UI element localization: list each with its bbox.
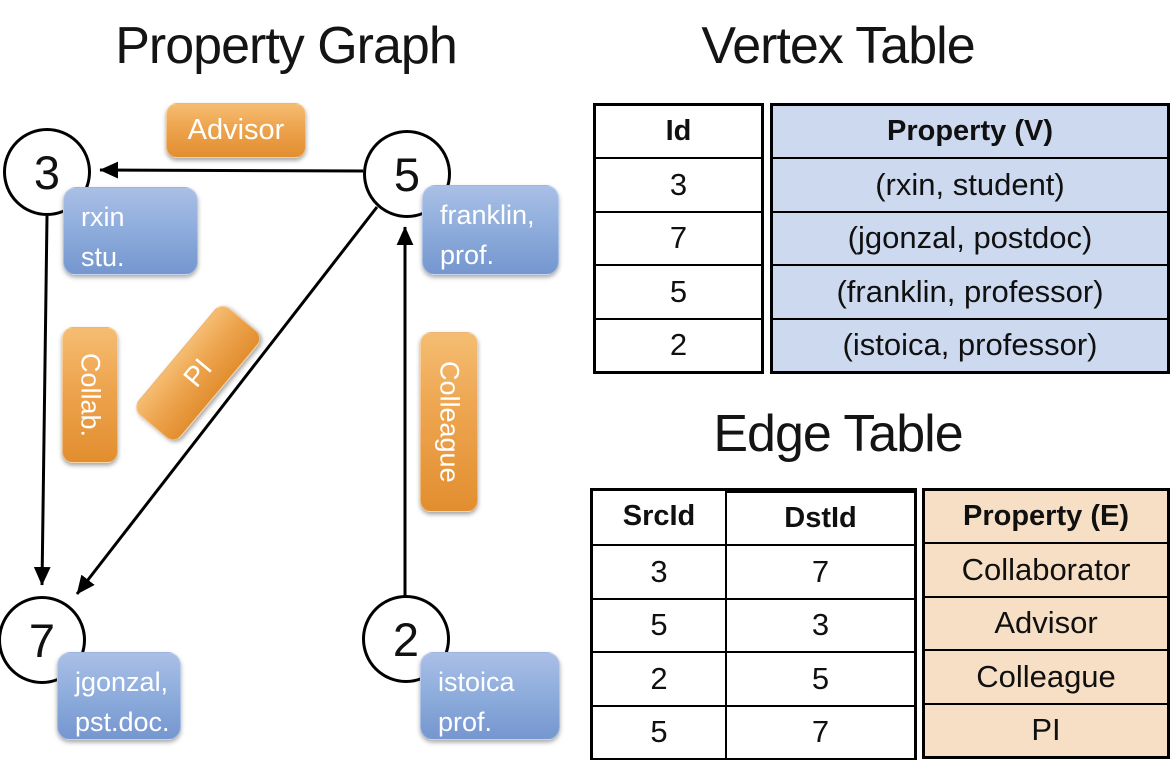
edge-table-cell: 7 bbox=[725, 544, 914, 598]
vertex-property-line: rxin bbox=[81, 202, 125, 232]
vertex-table-cell: (rxin, student) bbox=[773, 157, 1167, 211]
edge-label-collab: Collab. bbox=[62, 327, 118, 463]
vertex-property-line: prof. bbox=[440, 240, 495, 270]
edge-table-cell: 7 bbox=[725, 704, 914, 758]
edge-pi-arrow bbox=[75, 206, 379, 595]
edge-table-cell: 2 bbox=[593, 651, 725, 704]
edge-table-cell: 5 bbox=[593, 704, 725, 758]
vertex-property-box-3: rxin stu. bbox=[63, 187, 198, 275]
vertex-property-line: pst.doc. bbox=[75, 707, 170, 737]
edge-table-title: Edge Table bbox=[713, 405, 963, 463]
vertex-table-cell: 3 bbox=[596, 157, 761, 210]
vertex-table-property-column: Property (V) (rxin, student) (jgonzal, p… bbox=[770, 103, 1170, 374]
edge-table-property-column: Property (E) Collaborator Advisor Collea… bbox=[922, 488, 1170, 759]
edge-table-cell: Colleague bbox=[925, 649, 1167, 703]
edge-table-cell: 3 bbox=[725, 597, 914, 652]
edge-table-cell: PI bbox=[925, 702, 1167, 756]
node-id-label: 3 bbox=[33, 145, 61, 199]
edge-table-header-property: Property (E) bbox=[925, 491, 1167, 543]
vertex-property-line: franklin, bbox=[440, 200, 535, 230]
edge-label-advisor: Advisor bbox=[166, 103, 306, 158]
vertex-property-box-7: jgonzal, pst.doc. bbox=[57, 652, 181, 740]
vertex-table-cell: (franklin, professor) bbox=[773, 264, 1167, 318]
edge-table-header-dstid: DstId bbox=[725, 491, 914, 545]
vertex-table-header-property: Property (V) bbox=[773, 106, 1167, 158]
graph-edges bbox=[33, 161, 414, 596]
vertex-table-header-id: Id bbox=[665, 115, 692, 148]
edge-table-cell: 3 bbox=[593, 544, 725, 597]
edge-table-cell: Collaborator bbox=[925, 542, 1167, 596]
edge-table-cell: 5 bbox=[725, 651, 914, 705]
vertex-property-box-2: istoica prof. bbox=[420, 652, 560, 740]
vertex-property-line: istoica bbox=[438, 667, 515, 697]
edge-table-header-srcid: SrcId bbox=[622, 500, 696, 533]
vertex-table-cell: 5 bbox=[596, 264, 761, 317]
edge-advisor-arrow bbox=[99, 161, 364, 179]
edge-collab-arrow bbox=[33, 215, 51, 586]
vertex-table-id-column: Id 3 7 5 2 bbox=[593, 103, 764, 374]
graph-node-5: 5 bbox=[363, 130, 451, 218]
vertex-table-cell: 2 bbox=[596, 317, 761, 371]
graph-title: Property Graph bbox=[115, 17, 457, 75]
vertex-table-title: Vertex Table bbox=[701, 17, 975, 75]
vertex-property-line: jgonzal, bbox=[75, 667, 169, 697]
edge-table-id-columns: SrcId DstId 3 7 5 3 2 5 5 7 bbox=[590, 488, 917, 760]
vertex-table-cell: (istoica, professor) bbox=[773, 317, 1167, 371]
edge-table-cell: Advisor bbox=[925, 595, 1167, 650]
vertex-property-line: stu. bbox=[81, 242, 125, 272]
vertex-table-cell: 7 bbox=[596, 210, 761, 264]
graph-node-2: 2 bbox=[362, 595, 450, 683]
edge-table-cell: 5 bbox=[593, 597, 725, 651]
vertex-property-line: prof. bbox=[438, 707, 493, 737]
vertex-table-cell: (jgonzal, postdoc) bbox=[773, 210, 1167, 265]
vertex-property-box-5: franklin, prof. bbox=[422, 185, 559, 275]
node-id-label: 5 bbox=[393, 147, 421, 201]
node-id-label: 7 bbox=[28, 613, 56, 667]
edge-label-colleague: Colleague bbox=[420, 332, 478, 512]
node-id-label: 2 bbox=[392, 612, 420, 666]
